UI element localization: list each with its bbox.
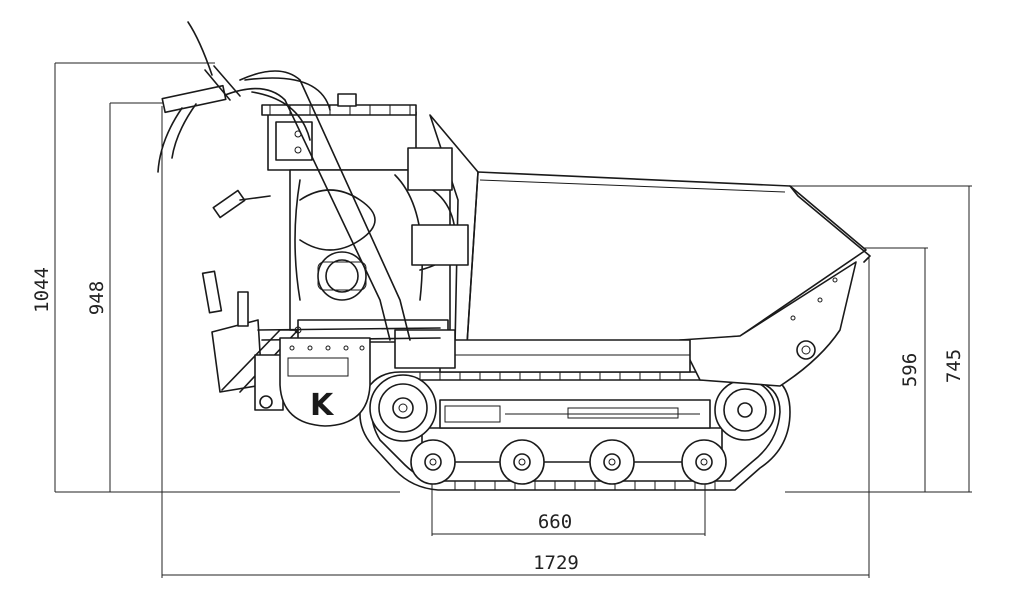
dim-label-948: 948 — [86, 281, 108, 315]
dim-label-745: 745 — [943, 349, 965, 383]
drive-sprocket — [369, 374, 437, 442]
gearbox-cover: K — [279, 337, 371, 427]
dim-label-1044: 1044 — [31, 267, 53, 313]
track-cleats — [419, 372, 741, 490]
dim-pivot-height: 596 — [862, 247, 928, 492]
dim-label-660: 660 — [538, 511, 572, 533]
dim-label-596: 596 — [899, 353, 921, 387]
dim-overall-height: 1044 — [31, 62, 400, 493]
crawler-track — [359, 371, 791, 491]
dim-bucket-height: 745 — [785, 185, 972, 493]
brand-logo-mark: K — [310, 388, 335, 423]
chassis — [439, 339, 691, 373]
dim-track-wheelbase: 660 — [431, 462, 706, 536]
dim-handle-height: 948 — [86, 102, 165, 492]
dim-label-1729: 1729 — [533, 552, 579, 574]
road-wheels — [410, 439, 727, 485]
dump-bucket — [429, 114, 871, 387]
dim-overall-length: 1729 — [161, 106, 870, 578]
handle-frame — [157, 21, 411, 341]
idler-wheel — [714, 379, 776, 441]
